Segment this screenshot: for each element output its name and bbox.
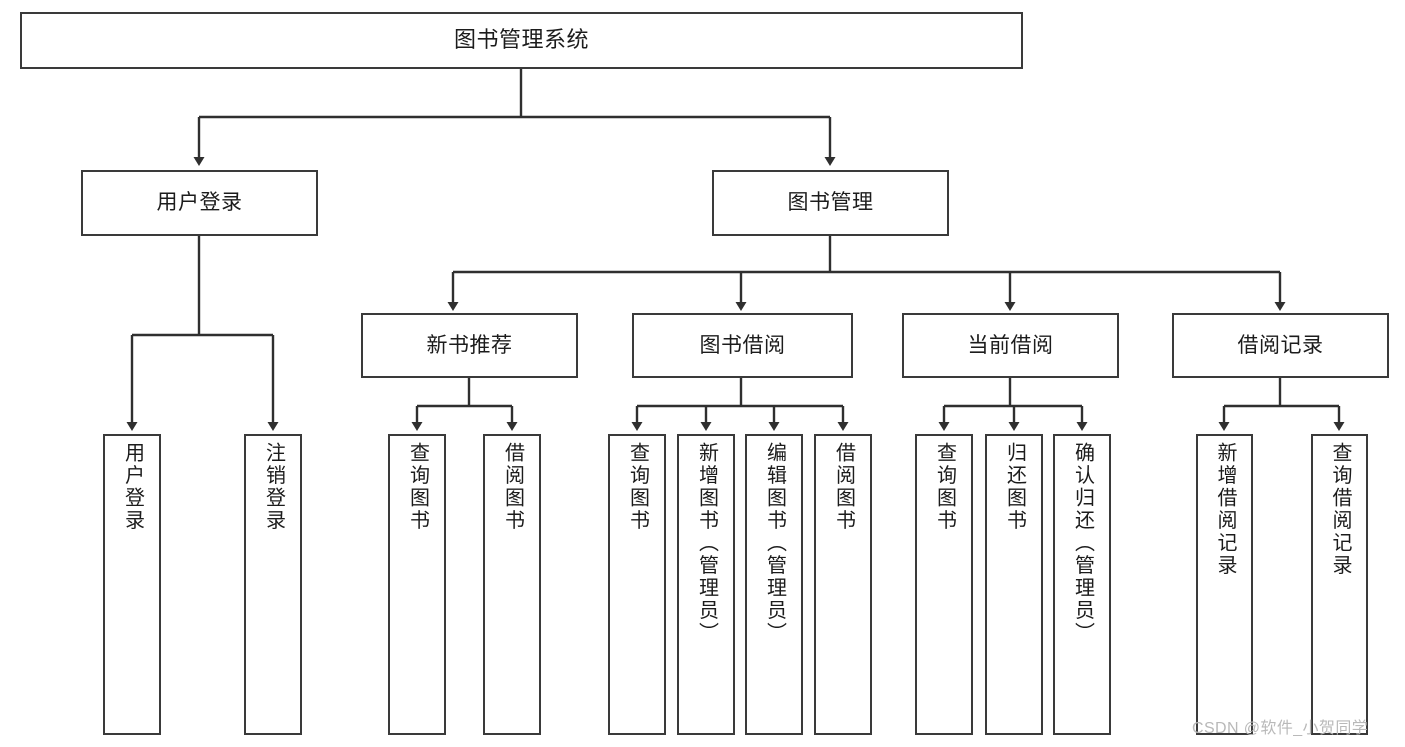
node-book-borrow[interactable]: 图书借阅 xyxy=(632,313,853,378)
node-label: 用户登录 xyxy=(121,442,144,532)
node-label: 编辑图书（管理员） xyxy=(763,442,786,645)
leaf-user-login-logout[interactable]: 注销登录 xyxy=(244,434,302,735)
node-label: 注销登录 xyxy=(262,442,285,532)
node-book-management[interactable]: 图书管理 xyxy=(712,170,949,236)
leaf-user-login-login[interactable]: 用户登录 xyxy=(103,434,161,735)
node-label: 查询图书 xyxy=(406,442,429,532)
leaf-book-borrow-borrow[interactable]: 借阅图书 xyxy=(814,434,872,735)
node-label: 查询借阅记录 xyxy=(1329,442,1351,577)
leaf-current-borrow-return[interactable]: 归还图书 xyxy=(985,434,1043,735)
leaf-new-book-query[interactable]: 查询图书 xyxy=(388,434,446,735)
node-label: 借阅图书 xyxy=(832,442,855,532)
node-label: 查询图书 xyxy=(933,442,956,532)
node-label: 图书管理 xyxy=(787,191,874,215)
node-label: 用户登录 xyxy=(156,191,243,215)
node-label: 当前借阅 xyxy=(967,333,1054,357)
leaf-current-borrow-confirm-return[interactable]: 确认归还（管理员） xyxy=(1053,434,1111,735)
node-label: 新增借阅记录 xyxy=(1214,442,1236,577)
node-label: 图书管理系统 xyxy=(453,27,589,53)
node-user-login[interactable]: 用户登录 xyxy=(81,170,318,236)
leaf-borrow-record-add[interactable]: 新增借阅记录 xyxy=(1196,434,1253,735)
node-label: 借阅图书 xyxy=(501,442,524,532)
leaf-book-borrow-add[interactable]: 新增图书（管理员） xyxy=(677,434,735,735)
leaf-book-borrow-query[interactable]: 查询图书 xyxy=(608,434,666,735)
node-label: 借阅记录 xyxy=(1237,333,1324,357)
node-current-borrow[interactable]: 当前借阅 xyxy=(902,313,1119,378)
leaf-new-book-borrow[interactable]: 借阅图书 xyxy=(483,434,541,735)
node-label: 图书借阅 xyxy=(699,333,786,357)
node-new-book-recommend[interactable]: 新书推荐 xyxy=(361,313,578,378)
leaf-borrow-record-query[interactable]: 查询借阅记录 xyxy=(1311,434,1368,735)
node-root-system[interactable]: 图书管理系统 xyxy=(20,12,1023,69)
node-borrow-record[interactable]: 借阅记录 xyxy=(1172,313,1389,378)
leaf-current-borrow-query[interactable]: 查询图书 xyxy=(915,434,973,735)
node-label: 查询图书 xyxy=(626,442,649,532)
node-label: 归还图书 xyxy=(1003,442,1026,532)
leaf-book-borrow-edit[interactable]: 编辑图书（管理员） xyxy=(745,434,803,735)
node-label: 新增图书（管理员） xyxy=(695,442,718,645)
node-label: 确认归还（管理员） xyxy=(1071,442,1094,645)
node-label: 新书推荐 xyxy=(426,333,513,357)
